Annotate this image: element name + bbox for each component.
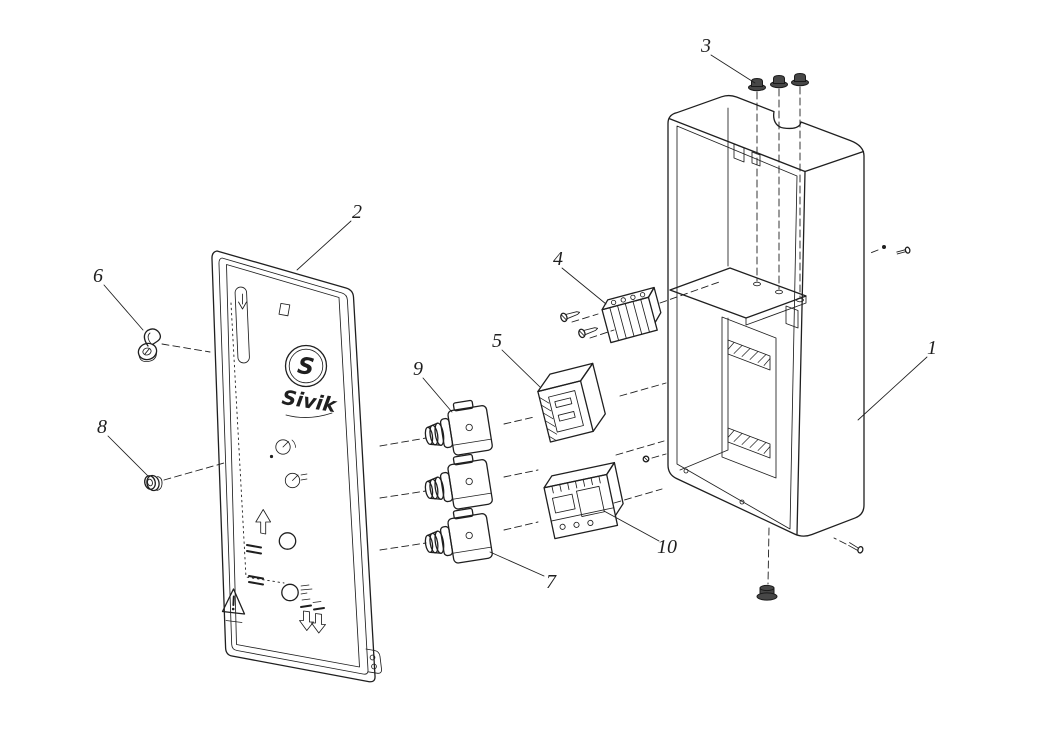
dotted-line bbox=[230, 302, 285, 584]
down-arrow-icon bbox=[238, 293, 247, 310]
double-down-arrow-icon bbox=[299, 598, 326, 634]
brand-underline bbox=[285, 412, 333, 418]
din-rail bbox=[727, 427, 771, 459]
leader-line-2 bbox=[296, 220, 352, 271]
up-arrow-icon bbox=[255, 509, 272, 535]
cable-connector-part-7 bbox=[420, 505, 494, 569]
cable-connector-part-9 bbox=[420, 397, 494, 461]
contactor-part-10 bbox=[543, 461, 624, 540]
terminal-block-part-4 bbox=[601, 286, 662, 344]
rubber-foot bbox=[756, 584, 778, 601]
part-label-5: 5 bbox=[492, 330, 502, 352]
cap-nuts-part-3 bbox=[748, 73, 809, 92]
enclosure-part-1 bbox=[667, 94, 865, 537]
bushing-part-8 bbox=[144, 474, 163, 492]
leader-line-3 bbox=[710, 54, 756, 84]
leader-line-4 bbox=[561, 267, 607, 305]
part-label-10: 10 bbox=[657, 536, 677, 558]
din-rail bbox=[727, 339, 771, 371]
brand-text: Sivik bbox=[280, 385, 339, 417]
part-label-2: 2 bbox=[352, 201, 362, 223]
panel-button bbox=[281, 583, 299, 602]
part-label-9: 9 bbox=[413, 358, 423, 380]
part-label-8: 8 bbox=[97, 416, 107, 438]
leader-line-8 bbox=[107, 435, 149, 477]
leader-line-6 bbox=[103, 284, 144, 331]
sivik-logo: S bbox=[284, 344, 328, 388]
knob-icon bbox=[284, 472, 308, 489]
cam-lock-part-6 bbox=[137, 328, 162, 363]
small-screw bbox=[642, 455, 650, 463]
leader-line-9 bbox=[422, 377, 453, 413]
caption-marks bbox=[246, 544, 262, 555]
leader-line-5 bbox=[501, 349, 541, 388]
hinge-tab bbox=[365, 648, 382, 674]
caption-marks bbox=[300, 584, 313, 595]
part-label-1: 1 bbox=[927, 337, 937, 359]
bracket-part-5 bbox=[537, 362, 606, 443]
part-label-3: 3 bbox=[700, 35, 711, 57]
assembly-axes bbox=[161, 86, 879, 585]
front-panel-part-2: S Sivik bbox=[211, 250, 382, 683]
leader-line-7 bbox=[489, 551, 545, 577]
logo-letter: S bbox=[296, 353, 316, 381]
cable-connector-middle bbox=[420, 451, 494, 515]
leader-line-1 bbox=[857, 356, 928, 421]
caption-marks bbox=[248, 575, 264, 586]
part-label-4: 4 bbox=[553, 248, 563, 270]
screw-dot bbox=[882, 245, 886, 249]
mounting-screw bbox=[578, 327, 599, 339]
knob-icon bbox=[269, 439, 296, 459]
small-screw bbox=[896, 246, 911, 255]
panel-button bbox=[278, 532, 297, 550]
leader-line-10 bbox=[603, 510, 660, 542]
part-label-7: 7 bbox=[546, 571, 557, 593]
warning-triangle-icon bbox=[221, 588, 246, 623]
slot-indicator bbox=[234, 286, 250, 364]
leader-lines bbox=[103, 54, 928, 577]
indicator-window bbox=[278, 302, 291, 317]
small-screw bbox=[848, 542, 864, 554]
mounting-screw bbox=[560, 311, 581, 323]
part-label-6: 6 bbox=[93, 265, 103, 287]
